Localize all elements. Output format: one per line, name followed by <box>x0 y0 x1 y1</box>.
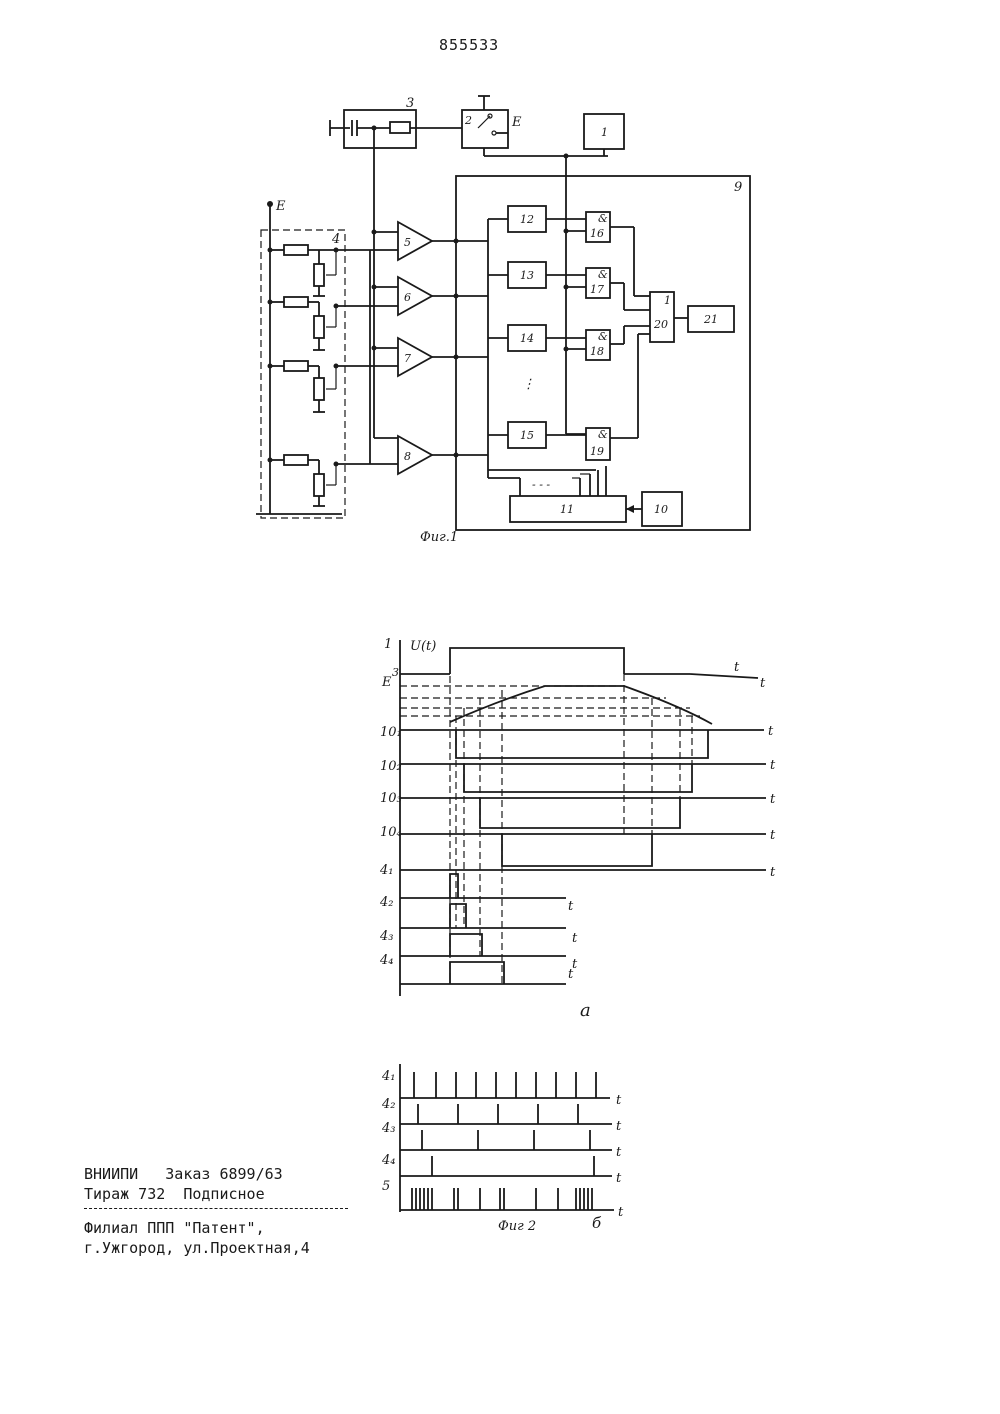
and-17-label: 17 <box>590 283 604 296</box>
fig2b-axis-t-5: t <box>618 1205 624 1220</box>
fig2b-row-4-3: 4₃ <box>381 1121 395 1136</box>
and-gate-19: & 19 <box>566 334 650 460</box>
imprint-line-1: ВНИИПИ Заказ 6899/63 <box>84 1164 283 1184</box>
fig2a-axis-t-2: t <box>760 676 766 691</box>
comparator-8: 8 <box>370 436 488 474</box>
imprint-line-3: Филиал ППП "Патент", <box>84 1218 265 1238</box>
block-4-label: 4 <box>331 232 340 247</box>
fig2a-axis-t-9: t <box>572 931 578 946</box>
figure-2b-pulse-diagram: 4₁ 4₂ 4₃ 4₄ 5 t t t t t Фиг 2 <box>381 1064 624 1234</box>
block-15-label: 15 <box>520 429 534 442</box>
fig2b-row-4-1: 4₁ <box>381 1069 395 1084</box>
block-14: 14 <box>488 325 586 351</box>
fig2a-row-10-4: 10₄ <box>380 825 402 840</box>
fig2a-axis-t-5: t <box>770 792 776 807</box>
figure-1-caption: Фиг.1 <box>420 530 458 545</box>
fig2a-axis-t-6: t <box>770 828 776 843</box>
figure-2-caption: Фиг 2 <box>498 1219 536 1234</box>
comparator-6: 6 <box>370 277 488 315</box>
fig2b-axis-t-4: t <box>616 1171 622 1186</box>
block-12-label: 12 <box>520 213 534 226</box>
block-10-label: 10 <box>654 503 668 516</box>
and-gate-16: & 16 <box>564 212 651 296</box>
block-21: 21 <box>688 306 734 332</box>
or-gate-20: 1 20 <box>650 292 688 342</box>
switch-supply-label: E <box>511 115 522 130</box>
imprint-line-2: Тираж 732 Подписное <box>84 1184 265 1204</box>
block-3-label: 3 <box>406 96 414 111</box>
block-13-label: 13 <box>520 269 534 282</box>
block-2-label: 2 <box>464 114 472 127</box>
bus-ellipsis: - - - <box>532 478 550 491</box>
and-17-symbol: & <box>598 268 608 281</box>
block-4-divider <box>261 230 345 518</box>
fig2a-row-4-3: 4₃ <box>379 929 393 944</box>
fig2a-y-label: U(t) <box>410 639 436 654</box>
divider-row-4 <box>270 455 370 506</box>
imprint-divider <box>84 1208 348 1209</box>
block-12: 12 <box>488 206 586 232</box>
ellipsis-label: ⋮ <box>522 377 535 392</box>
fig2a-row-10-1: 10₁ <box>380 725 402 740</box>
comparator-5: 5 <box>370 222 488 260</box>
comparator-5-label: 5 <box>404 236 411 249</box>
fig2b-axis-t-3: t <box>616 1145 622 1160</box>
fig2b-axis-t-1: t <box>616 1093 622 1108</box>
divider-row-1 <box>270 245 370 296</box>
fig2a-axis-t-3: t <box>768 724 774 739</box>
fig2b-axis-t-2: t <box>616 1119 622 1134</box>
fig2a-axis-t-1: t <box>734 660 740 675</box>
block-11-label: 11 <box>560 503 574 516</box>
and-18-label: 18 <box>590 345 604 358</box>
fig2a-sub-label: а <box>580 1000 591 1021</box>
divider-row-3 <box>270 361 370 412</box>
block-10: 10 <box>626 492 682 526</box>
divider-row-2 <box>270 297 370 350</box>
comparator-7: 7 <box>370 338 488 376</box>
block-1-label: 1 <box>601 126 608 139</box>
and-19-label: 19 <box>590 445 604 458</box>
fig2a-row-4-2: 4₂ <box>379 895 393 910</box>
fig2a-axis-t-4: t <box>770 758 776 773</box>
fig2b-row-4-4: 4₄ <box>381 1153 395 1168</box>
fig2a-row-3: 3 <box>392 666 399 679</box>
figure-2a-timing-diagram: 1 U(t) E 3 t t 10₁ t 10₂ t <box>379 637 776 1021</box>
block-14-label: 14 <box>520 332 534 345</box>
block-13: 13 <box>488 262 586 288</box>
supply-label: E <box>275 199 286 214</box>
fig2a-row-1: 1 <box>384 637 392 652</box>
fig2a-row-10-3: 10₃ <box>380 791 402 806</box>
fig2a-row-10-2: 10₂ <box>380 759 402 774</box>
and-18-symbol: & <box>598 330 608 343</box>
block-15: 15 <box>488 422 586 448</box>
and-gate-18: & 18 <box>564 326 651 360</box>
fig2a-row-4-1: 4₁ <box>379 863 393 878</box>
block-11: 11 - - - <box>488 466 626 522</box>
fig2a-row-E: E <box>381 675 392 690</box>
and-16-symbol: & <box>598 212 608 225</box>
or-20-symbol: 1 <box>664 294 671 307</box>
block-3 <box>344 110 416 148</box>
comparator-8-label: 8 <box>404 450 411 463</box>
fig2b-row-4-2: 4₂ <box>381 1097 395 1112</box>
or-20-label: 20 <box>653 318 668 331</box>
fig2b-sub-label: б <box>592 1214 602 1232</box>
fig2a-axis-t-8: t <box>568 899 574 914</box>
fig2a-axis-t-11: t <box>568 967 574 982</box>
fig2a-row-4-4: 4₄ <box>379 953 393 968</box>
comparator-6-label: 6 <box>404 291 411 304</box>
block-21-label: 21 <box>703 313 718 326</box>
and-16-label: 16 <box>590 227 604 240</box>
fig2a-axis-t-7: t <box>770 865 776 880</box>
comparator-7-label: 7 <box>404 352 411 365</box>
imprint-line-4: г.Ужгород, ул.Проектная,4 <box>84 1238 310 1258</box>
fig2b-row-5: 5 <box>382 1179 390 1194</box>
block-9-label: 9 <box>734 180 742 195</box>
and-19-symbol: & <box>598 428 608 441</box>
